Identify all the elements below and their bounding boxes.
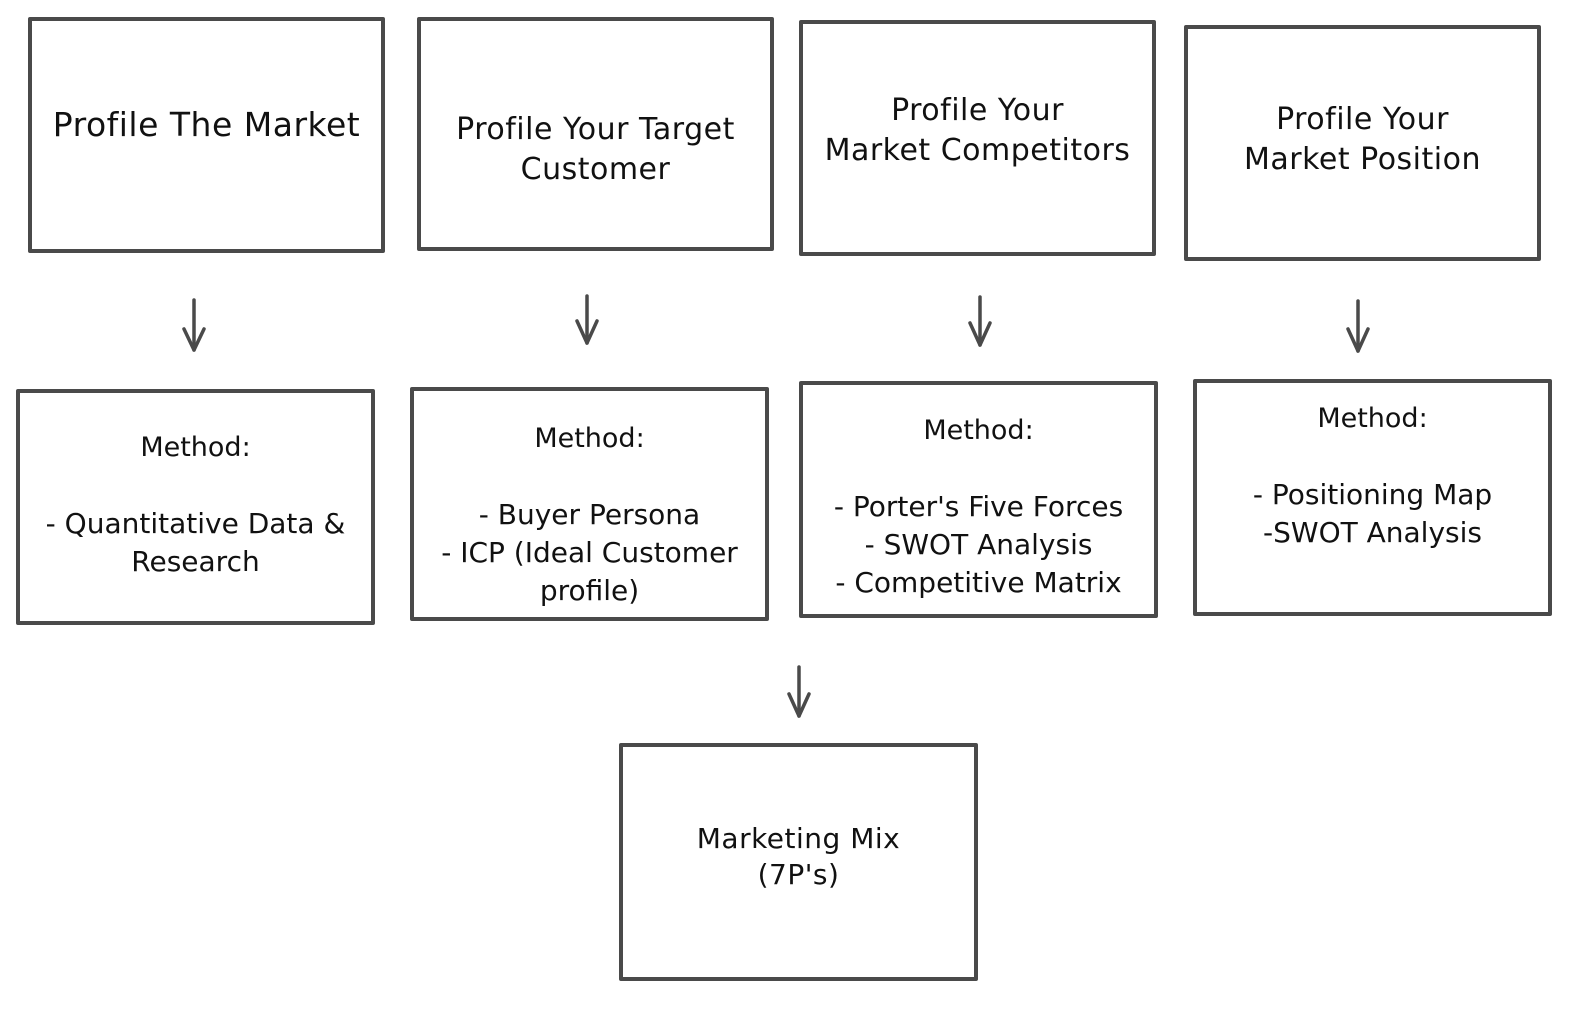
arrow-down-4 (1346, 299, 1370, 353)
method-item: - Quantitative Data & Research (45, 507, 346, 578)
box-title: Profile The Market (52, 105, 361, 144)
box-outline-marketing-mix (619, 743, 978, 981)
method-item: - Porter's Five Forces (833, 490, 1124, 523)
box-title-line2: Market Competitors (824, 133, 1131, 168)
method-item: - Competitive Matrix (835, 566, 1122, 599)
box-title-line1: Profile Your (1276, 102, 1449, 137)
box-outline-method-market (16, 389, 375, 625)
box-title-line1: Profile Your (891, 93, 1064, 128)
box-profile-market: Profile The Market (30, 19, 383, 231)
method-label: Method: (534, 423, 645, 454)
box-outline-method-competitors (799, 381, 1158, 618)
box-profile-position: Profile Your Market Position (1186, 27, 1539, 259)
method-item: -SWOT Analysis (1263, 516, 1482, 549)
method-item: - SWOT Analysis (864, 528, 1093, 561)
box-outline-profile-target-customer (417, 17, 774, 251)
method-item: - Positioning Map (1252, 478, 1493, 511)
box-outline-profile-competitors (799, 20, 1156, 256)
box-method-competitors: Method: - Porter's Five Forces - SWOT An… (801, 383, 1156, 616)
box-method-position: Method: - Positioning Map -SWOT Analysis (1195, 381, 1550, 614)
arrow-down-3 (968, 295, 992, 347)
box-marketing-mix: Marketing Mix (7P's) (621, 745, 976, 979)
box-outline-method-position (1193, 379, 1552, 616)
box-title-line2: Market Position (1244, 142, 1481, 177)
box-profile-target-customer: Profile Your Target Customer (419, 19, 772, 249)
box-profile-competitors: Profile Your Market Competitors (801, 22, 1154, 254)
box-title: Profile Your Target Customer (456, 112, 735, 187)
arrow-down-2 (575, 294, 599, 345)
box-outline-profile-position (1184, 25, 1541, 261)
box-method-market: Method: - Quantitative Data & Research (18, 391, 373, 623)
box-outline-method-customer (410, 387, 769, 621)
final-title-line1: Marketing Mix (696, 822, 901, 855)
method-label: Method: (923, 415, 1034, 446)
box-method-customer: Method: - Buyer Persona - ICP (Ideal Cus… (412, 389, 767, 619)
method-label: Method: (1317, 403, 1428, 434)
arrow-down-5 (787, 665, 811, 718)
final-title-line2: (7P's) (757, 858, 840, 891)
box-outline-profile-market (28, 17, 385, 253)
method-label: Method: (140, 432, 251, 463)
method-item: - ICP (Ideal Customer profile) (441, 536, 738, 607)
arrow-down-1 (182, 298, 206, 352)
method-item: - Buyer Persona (478, 498, 701, 531)
